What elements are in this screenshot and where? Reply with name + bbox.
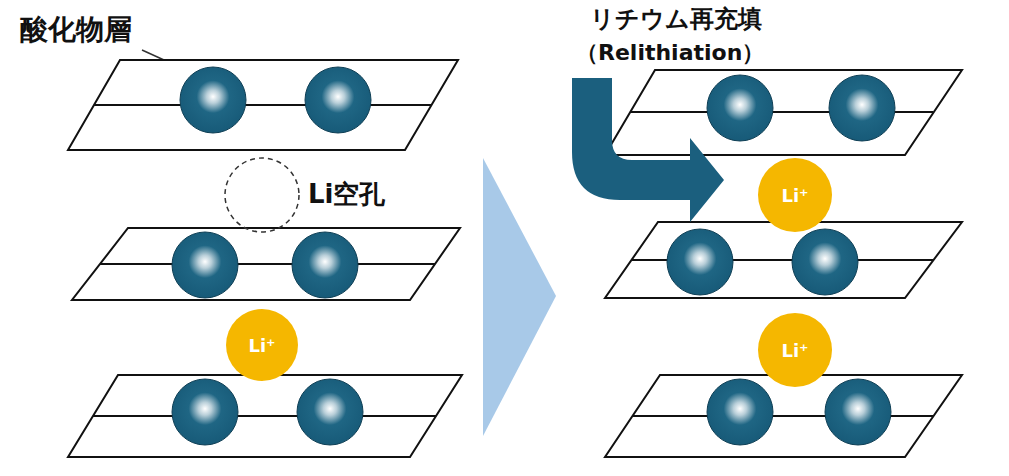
layer-line — [100, 263, 435, 265]
oxide-layer — [68, 60, 458, 150]
oxide-ion — [292, 232, 358, 298]
lithium-ion: Li⁺ — [758, 313, 832, 387]
process-arrow — [483, 158, 556, 436]
ion-label: Li⁺ — [248, 335, 275, 356]
text-label: （Relithiation） — [576, 40, 764, 65]
oxide-ion — [707, 379, 773, 445]
oxide-layers-left — [68, 60, 462, 457]
lithium-ion: Li⁺ — [758, 158, 832, 232]
layer-line — [93, 415, 436, 417]
oxide-ion — [707, 75, 773, 141]
oxide-layer — [605, 222, 962, 298]
oxide-layer — [605, 375, 962, 457]
oxide-ion — [305, 67, 371, 133]
oxide-ion — [172, 379, 238, 445]
oxide-ion — [792, 229, 858, 295]
text-label: Li空孔 — [308, 180, 385, 210]
oxide-ion — [829, 75, 895, 141]
oxide-ion — [667, 229, 733, 295]
oxide-layer — [68, 375, 462, 457]
ion-label: Li⁺ — [781, 340, 808, 361]
text-label: リチウム再充填 — [590, 6, 762, 34]
oxide-ion — [180, 67, 246, 133]
oxide-layers-right — [605, 70, 962, 457]
lithium-ion: Li⁺ — [226, 309, 298, 381]
ion-label: Li⁺ — [781, 185, 808, 206]
relithiation-arrow — [572, 78, 724, 222]
li-vacancy — [225, 158, 299, 232]
oxide-layer — [72, 228, 460, 300]
layer-line — [94, 104, 431, 106]
oxide-spheres — [172, 67, 895, 445]
text-label: 酸化物層 — [20, 14, 132, 46]
oxide-layer — [605, 70, 962, 155]
oxide-ion — [825, 379, 891, 445]
oxide-ion — [297, 379, 363, 445]
oxide-ion — [172, 232, 238, 298]
